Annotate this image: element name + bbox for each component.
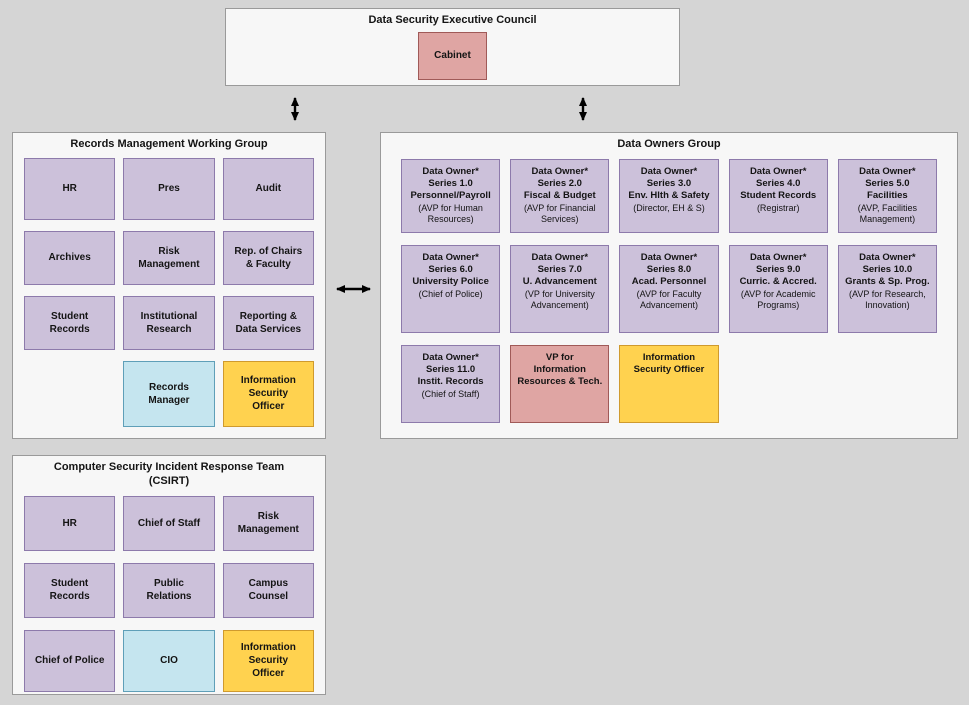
box-risk-management: Risk Management [123,230,215,285]
box-heading: VP for Information Resources & Tech. [517,351,603,388]
box-data-owner-series-8: Data Owner* Series 8.0 Acad. Personnel (… [619,244,719,333]
box-heading: Data Owner* Series 11.0 Instit. Records [417,351,484,388]
box-note: (AVP, Facilities Management) [857,202,917,225]
box-student-records: Student Records [24,562,116,618]
box-data-owner-series-1: Data Owner* Series 1.0 Personnel/Payroll… [401,158,501,233]
box-chief-of-police: Chief of Police [24,629,116,692]
box-heading: Data Owner* Series 1.0 Personnel/Payroll [410,165,491,202]
box-heading: Data Owner* Series 10.0 Grants & Sp. Pro… [845,251,930,288]
box-information-security-officer: Information Security Officer [222,360,314,427]
box-heading: Data Owner* Series 2.0 Fiscal & Budget [523,165,596,202]
box-heading: Data Owner* Series 7.0 U. Advancement [522,251,597,288]
csirt-grid: HR Chief of Staff Risk Management Studen… [24,495,314,692]
box-note: (AVP for Research, Innovation) [849,288,926,311]
data-owners-grid: Data Owner* Series 1.0 Personnel/Payroll… [401,158,937,423]
box-data-owner-series-6: Data Owner* Series 6.0 University Police… [401,244,501,333]
box-heading: Data Owner* Series 3.0 Env. Hlth & Safet… [628,165,710,202]
csirt-title: Computer Security Incident Response Team… [53,461,285,487]
panel-data-owners-group: Data Owners Group Data Owner* Series 1.0… [380,132,958,439]
box-hr: HR [24,495,116,551]
records-group-grid: HR Pres Audit Archives Risk Management R… [24,157,314,427]
box-note: (AVP for Human Resources) [418,202,483,225]
box-public-relations: Public Relations [123,562,215,618]
box-data-owner-series-3: Data Owner* Series 3.0 Env. Hlth & Safet… [619,158,719,233]
box-note: (VP for University Advancement) [524,288,595,311]
box-information-security-officer: Information Security Officer [222,629,314,692]
box-note: (AVP for Academic Programs) [740,288,816,311]
box-campus-counsel: Campus Counsel [222,562,314,618]
box-student-records: Student Records [24,295,116,350]
box-data-owner-series-4: Data Owner* Series 4.0 Student Records (… [728,158,828,233]
panel-records-management-working-group: Records Management Working Group HR Pres… [12,132,326,439]
box-heading: Data Owner* Series 6.0 University Police [412,251,489,288]
box-data-owner-series-10: Data Owner* Series 10.0 Grants & Sp. Pro… [837,244,937,333]
box-information-security-officer: Information Security Officer [619,344,719,423]
box-heading: Data Owner* Series 9.0 Curric. & Accred. [739,251,817,288]
box-heading: Data Owner* Series 4.0 Student Records [740,165,817,202]
box-audit: Audit [222,157,314,220]
box-records-manager: Records Manager [123,360,215,427]
executive-council-title: Data Security Executive Council [368,14,537,26]
box-note: (Chief of Police) [418,288,483,299]
box-rep-of-chairs-faculty: Rep. of Chairs & Faculty [222,230,314,285]
box-note: (AVP for Faculty Advancement) [636,288,702,311]
box-note: (Director, EH & S) [633,202,705,213]
box-note: (AVP for Financial Services) [523,202,596,225]
data-owners-group-title: Data Owners Group [617,138,721,150]
box-data-owner-series-5: Data Owner* Series 5.0 Facilities (AVP, … [837,158,937,233]
panel-executive-council: Data Security Executive Council Cabinet [225,8,680,86]
box-institutional-research: Institutional Research [123,295,215,350]
box-chief-of-staff: Chief of Staff [123,495,215,551]
box-heading: Data Owner* Series 8.0 Acad. Personnel [631,251,707,288]
box-vp-information-resources-tech: VP for Information Resources & Tech. [510,344,610,423]
box-heading: Information Security Officer [633,351,705,376]
box-risk-management: Risk Management [222,495,314,551]
box-cabinet: Cabinet [418,31,487,80]
box-data-owner-series-7: Data Owner* Series 7.0 U. Advancement (V… [510,244,610,333]
box-heading: Data Owner* Series 5.0 Facilities [859,165,916,202]
box-note: (Registrar) [756,202,800,213]
box-hr: HR [24,157,116,220]
records-group-title: Records Management Working Group [70,138,268,150]
box-data-owner-series-11: Data Owner* Series 11.0 Instit. Records … [401,344,501,423]
box-archives: Archives [24,230,116,285]
box-data-owner-series-2: Data Owner* Series 2.0 Fiscal & Budget (… [510,158,610,233]
box-cio: CIO [123,629,215,692]
box-pres: Pres [123,157,215,220]
box-data-owner-series-9: Data Owner* Series 9.0 Curric. & Accred.… [728,244,828,333]
box-note: (Chief of Staff) [421,388,480,399]
box-reporting-data-services: Reporting & Data Services [222,295,314,350]
panel-csirt: Computer Security Incident Response Team… [12,455,326,695]
